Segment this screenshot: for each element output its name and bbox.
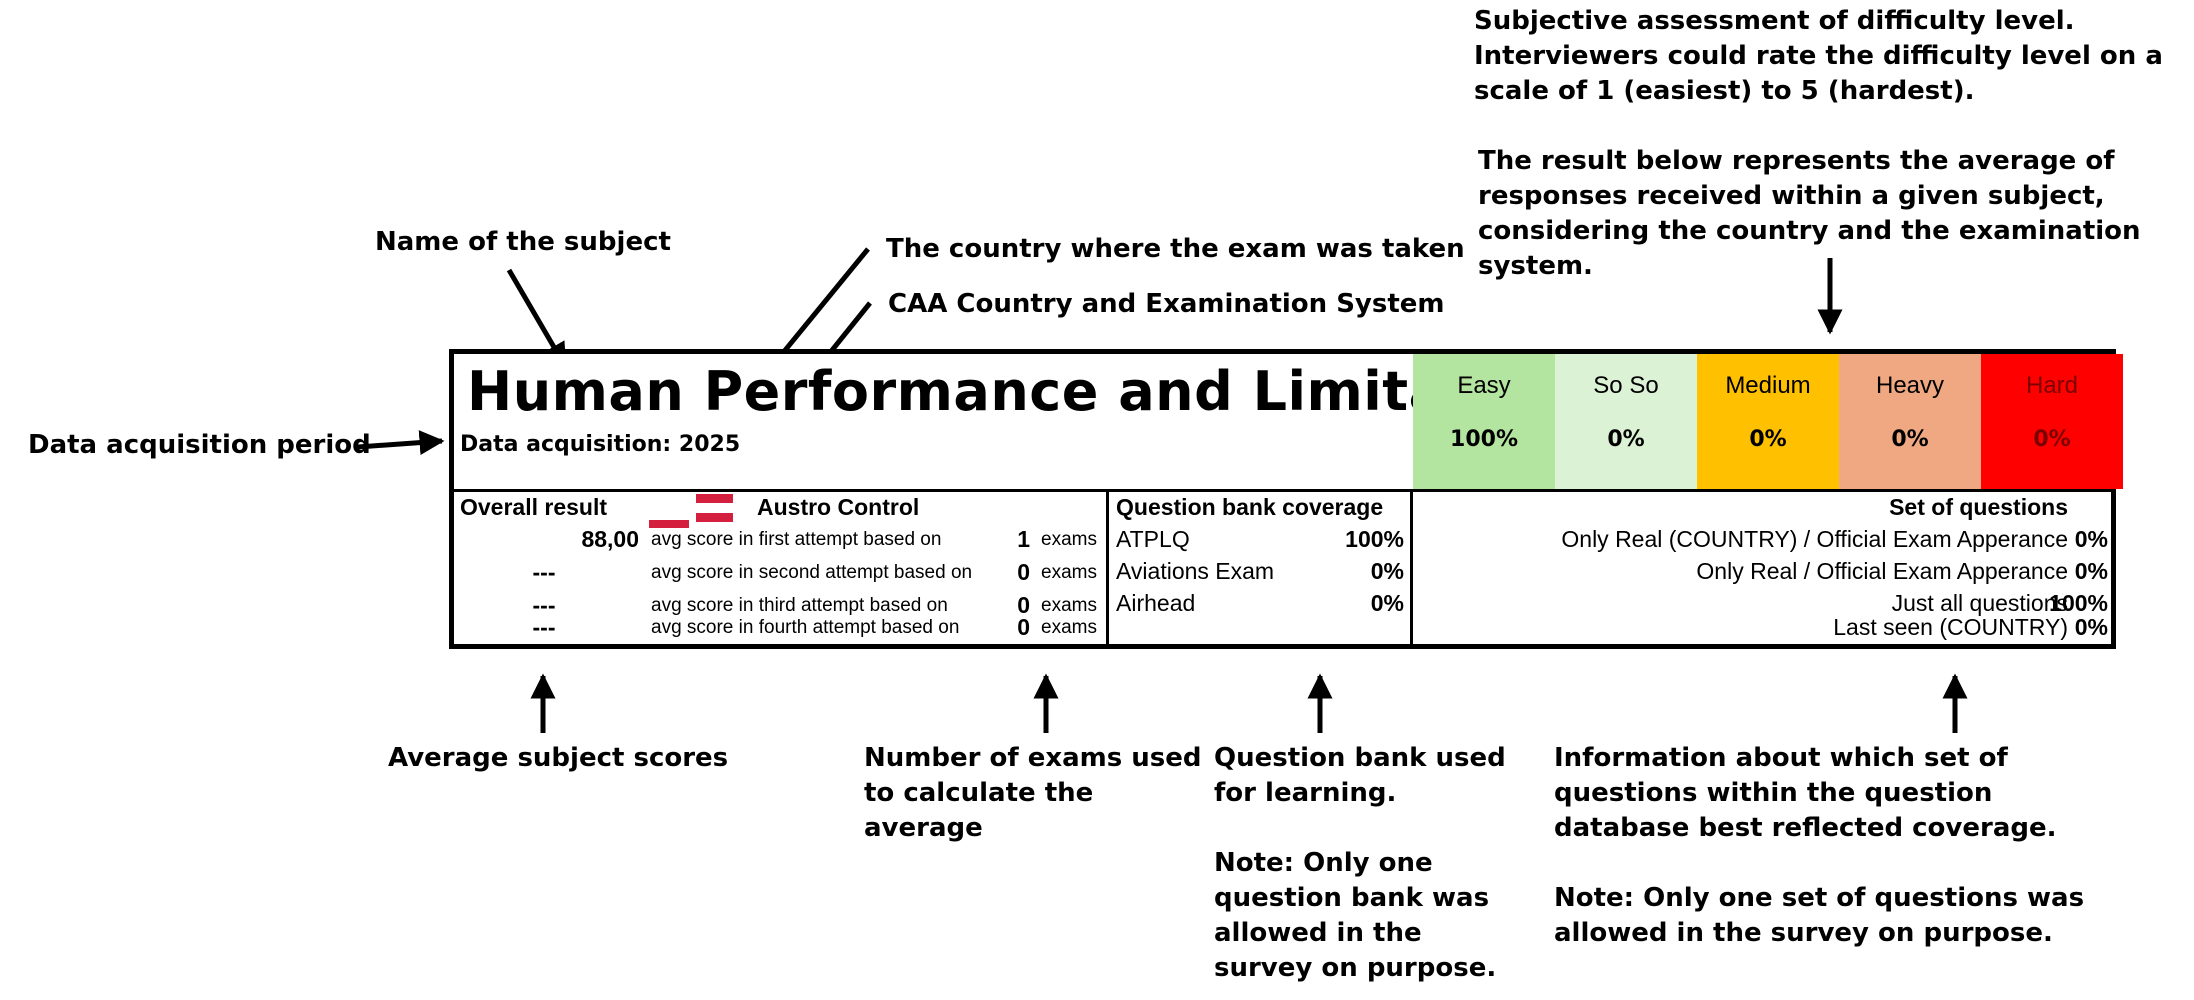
annotation-country: The country where the exam was taken: [886, 234, 1465, 264]
flag-austria-caa-icon: [696, 494, 733, 522]
overall-row-text: avg score in second attempt based on: [651, 562, 973, 583]
annotation-qbank: Question bank used for learning. Note: O…: [1214, 741, 1514, 986]
difficulty-label: So So: [1593, 372, 1659, 399]
question-bank-name: Airhead: [1116, 590, 1196, 616]
question-set-header: Set of questions: [1889, 494, 2068, 520]
difficulty-hard: Hard 0%: [1981, 354, 2123, 489]
overall-row-text: avg score in third attempt based on: [651, 595, 948, 616]
overall-score: ---: [532, 559, 556, 585]
authority-name: Austro Control: [757, 494, 920, 520]
flag-stripe: [696, 494, 733, 504]
exams-unit: exams: [1041, 562, 1097, 583]
subject-details: Overall result Austro Control 88,00 avg …: [454, 492, 2111, 644]
flag-stripe: [696, 503, 733, 513]
annotation-avg-scores: Average subject scores: [388, 743, 729, 773]
data-acquisition-label: Data acquisition:: [460, 432, 672, 457]
flag-austria-icon: [649, 503, 689, 528]
difficulty-value: 100%: [1450, 427, 1518, 452]
difficulty-medium: Medium 0%: [1697, 354, 1839, 489]
exams-unit: exams: [1041, 595, 1097, 616]
question-set-value: 0%: [2074, 526, 2108, 552]
difficulty-so-so: So So 0%: [1555, 354, 1697, 489]
overall-result-header: Overall result: [460, 494, 608, 520]
question-bank-value: 0%: [1370, 590, 1404, 616]
exam-count: 0: [1017, 614, 1030, 640]
question-set-value: 100%: [2049, 590, 2108, 616]
difficulty-strip: Easy 100% So So 0% Medium 0% Heavy 0% Ha…: [1413, 354, 2123, 489]
flag-stripe: [649, 503, 689, 512]
question-set-name: Only Real / Official Exam Apperance: [1696, 558, 2068, 584]
difficulty-label: Easy: [1457, 372, 1511, 399]
exam-count: 0: [1017, 559, 1030, 585]
annotation-data-period: Data acquisition period: [28, 430, 371, 460]
question-bank-header: Question bank coverage: [1116, 494, 1384, 520]
difficulty-easy: Easy 100%: [1413, 354, 1555, 489]
exams-unit: exams: [1041, 617, 1097, 638]
annotation-qbank-p1: Question bank used for learning.: [1214, 743, 1506, 808]
difficulty-value: 0%: [2033, 427, 2071, 452]
annotation-difficulty-p1: Subjective assessment of difficulty leve…: [1474, 6, 2163, 106]
subject-card: Human Performance and Limitations Data a…: [449, 349, 2123, 649]
overall-score: ---: [532, 614, 556, 640]
question-bank-value: 100%: [1345, 526, 1404, 552]
question-set-name: Only Real (COUNTRY) / Official Exam Appe…: [1561, 526, 2068, 552]
difficulty-value: 0%: [1891, 427, 1929, 452]
difficulty-value: 0%: [1749, 427, 1787, 452]
annotation-qbank-p2: Note: Only one question bank was allowed…: [1214, 848, 1497, 983]
question-set-value: 0%: [2074, 614, 2108, 640]
annotation-difficulty: Subjective assessment of difficulty leve…: [1474, 4, 2189, 284]
column-divider: [1410, 492, 1413, 644]
annotation-caa: CAA Country and Examination System: [888, 289, 1445, 319]
question-set-name: Just all questions: [1891, 590, 2068, 616]
arrow-data-period: [357, 430, 445, 456]
flag-stripe: [696, 512, 733, 522]
difficulty-label: Medium: [1725, 372, 1811, 399]
overall-score: ---: [532, 592, 556, 618]
subject-header: Human Performance and Limitations Data a…: [454, 354, 2123, 492]
annotation-qset: Information about which set of questions…: [1554, 741, 2114, 951]
overall-row-text: avg score in fourth attempt based on: [651, 617, 960, 638]
data-acquisition: Data acquisition: 2025: [460, 432, 740, 457]
difficulty-value: 0%: [1607, 427, 1645, 452]
overall-row-text: avg score in first attempt based on: [651, 529, 942, 550]
question-bank-value: 0%: [1370, 558, 1404, 584]
difficulty-label: Hard: [2025, 372, 2079, 399]
question-bank-name: Aviations Exam: [1116, 558, 1275, 584]
column-divider: [1106, 492, 1109, 644]
annotation-qset-p1: Information about which set of questions…: [1554, 743, 2057, 843]
annotation-num-exams: Number of exams used to calculate the av…: [864, 743, 1202, 843]
annotation-qset-p2: Note: Only one set of questions was allo…: [1554, 883, 2085, 948]
exam-count: 0: [1017, 592, 1030, 618]
difficulty-label: Heavy: [1875, 372, 1945, 399]
subject-title: Human Performance and Limitations: [467, 360, 1601, 423]
question-bank-name: ATPLQ: [1116, 526, 1190, 552]
difficulty-heavy: Heavy 0%: [1839, 354, 1981, 489]
exam-count: 1: [1017, 526, 1030, 552]
annotation-difficulty-p2: The result below represents the average …: [1478, 146, 2141, 281]
flag-stripe: [649, 511, 689, 520]
exams-unit: exams: [1041, 529, 1097, 550]
annotation-name-of-subject: Name of the subject: [375, 227, 671, 257]
flag-stripe: [649, 519, 689, 528]
overall-score: 88,00: [581, 526, 639, 552]
question-set-value: 0%: [2074, 558, 2108, 584]
question-set-name: Last seen (COUNTRY): [1833, 614, 2068, 640]
data-acquisition-year: 2025: [678, 432, 741, 457]
